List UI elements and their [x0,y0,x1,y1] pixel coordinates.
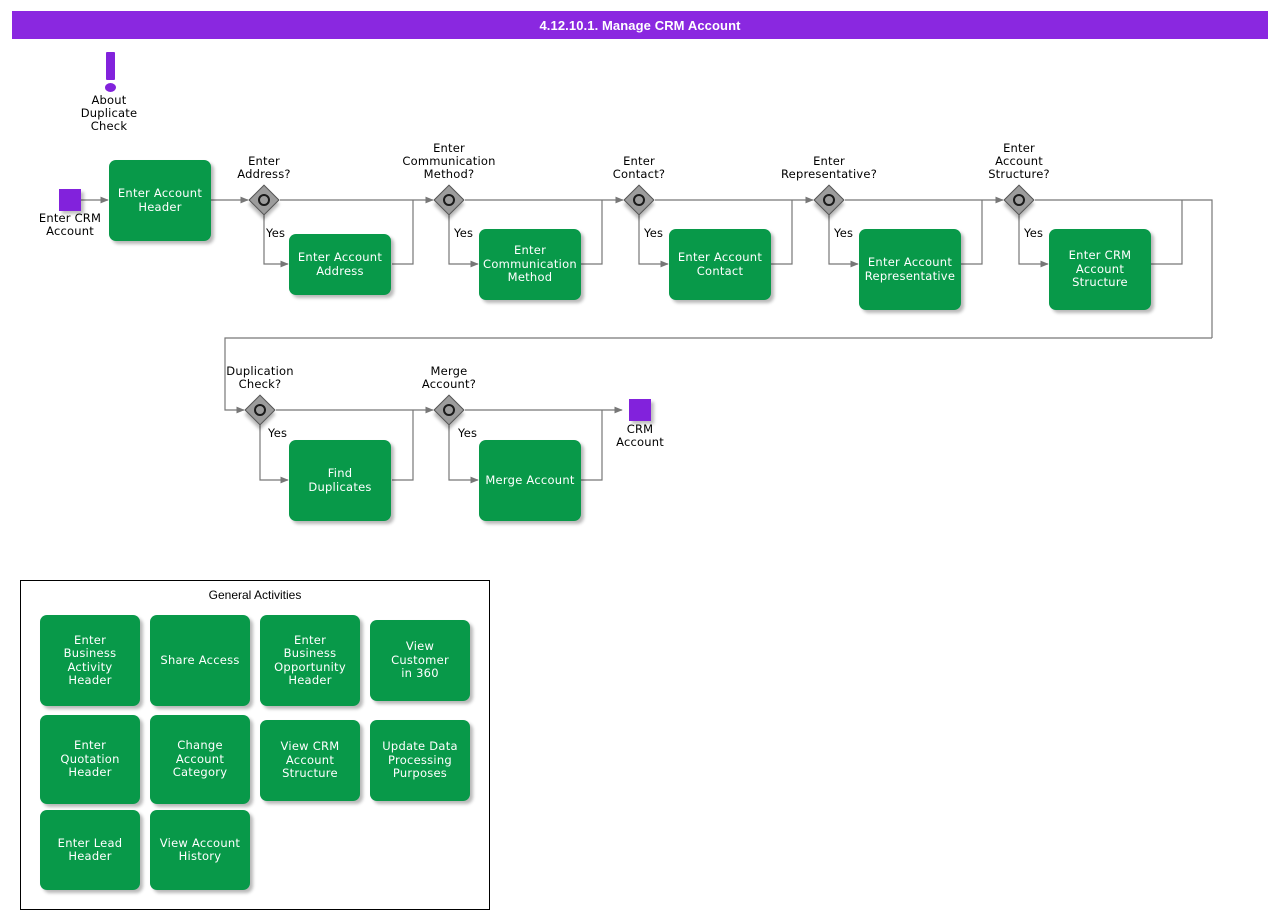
activity-label: Update Data Processing Purposes [382,739,458,781]
gateway-enter-account-structure[interactable] [1003,184,1035,216]
activity-label: Share Access [160,652,240,667]
start-event-label: Enter CRM Account [38,211,102,238]
task-merge-account[interactable]: Merge Account [479,440,581,521]
task-label: Merge Account [485,472,575,487]
gateway-label-enter-account-structure: Enter Account Structure? [988,141,1050,181]
activity-label: Enter Business Activity Header [63,632,117,687]
task-enter-communication-method[interactable]: Enter Communication Method [479,229,581,300]
activity-view-crm-account-structure[interactable]: View CRM Account Structure [260,720,360,801]
task-enter-account-address[interactable]: Enter Account Address [289,234,391,295]
gateway-enter-representative[interactable] [813,184,845,216]
activity-enter-business-activity-header[interactable]: Enter Business Activity Header [40,615,140,706]
branch-label-yes: Yes [644,226,664,240]
activity-enter-business-opportunity-header[interactable]: Enter Business Opportunity Header [260,615,360,706]
activity-label: Change Account Category [172,738,228,780]
activity-view-account-history[interactable]: View Account History [150,810,250,890]
exclamation-bar [106,52,115,80]
branch-label-yes: Yes [458,426,478,440]
gateway-ring-icon [633,194,645,206]
exclamation-icon [100,52,122,94]
branch-label-yes: Yes [266,226,286,240]
activity-enter-quotation-header[interactable]: Enter Quotation Header [40,715,140,804]
task-label: Enter Account Address [297,250,383,278]
branch-label-yes: Yes [1024,226,1044,240]
activity-enter-lead-header[interactable]: Enter Lead Header [40,810,140,890]
activity-view-customer-in-360[interactable]: View Customer in 360 [370,620,470,701]
page-title: 4.12.10.1. Manage CRM Account [539,17,741,33]
branch-label-yes: Yes [454,226,474,240]
gateway-ring-icon [254,404,266,416]
general-activities-title: General Activities [208,588,302,602]
branch-label-yes: Yes [834,226,854,240]
end-event-label: CRM Account [616,422,664,449]
task-label: Enter Account Header [117,186,203,214]
gateway-label-enter-representative: Enter Representative? [781,154,877,181]
gateway-duplication-check[interactable] [244,394,276,426]
task-enter-crm-account-structure[interactable]: Enter CRM Account Structure [1049,229,1151,310]
title-bar: 4.12.10.1. Manage CRM Account [12,11,1268,39]
task-enter-account-header[interactable]: Enter Account Header [109,160,211,241]
gateway-label-enter-communication-method: Enter Communication Method? [402,141,496,181]
start-event[interactable] [59,189,81,211]
activity-update-data-processing-purposes[interactable]: Update Data Processing Purposes [370,720,470,801]
activity-label: View Account History [159,835,241,863]
gateway-label-merge-account: Merge Account? [421,364,477,391]
task-enter-account-contact[interactable]: Enter Account Contact [669,229,771,300]
gateway-label-duplication-check: Duplication Check? [226,364,294,391]
activity-change-account-category[interactable]: Change Account Category [150,715,250,804]
branch-label-yes: Yes [268,426,288,440]
gateway-enter-contact[interactable] [623,184,655,216]
gateway-merge-account[interactable] [433,394,465,426]
gateway-enter-communication-method[interactable] [433,184,465,216]
gateway-ring-icon [443,404,455,416]
activity-label: View Customer in 360 [391,639,449,681]
gateway-ring-icon [1013,194,1025,206]
gateway-ring-icon [258,194,270,206]
task-label: Enter Account Representative [864,255,956,283]
gateway-label-enter-contact: Enter Contact? [612,154,666,181]
gateway-ring-icon [823,194,835,206]
end-event[interactable] [629,399,651,421]
activity-share-access[interactable]: Share Access [150,615,250,706]
task-enter-account-representative[interactable]: Enter Account Representative [859,229,961,310]
activity-label: Enter Lead Header [57,835,123,863]
task-find-duplicates[interactable]: Find Duplicates [289,440,391,521]
activity-label: View CRM Account Structure [280,739,340,781]
gateway-ring-icon [443,194,455,206]
activity-label: Enter Quotation Header [60,738,120,780]
task-label: Enter Account Contact [677,250,763,278]
task-label: Find Duplicates [308,466,372,494]
exclamation-dot [105,83,116,92]
gateway-enter-address[interactable] [248,184,280,216]
task-label: Enter CRM Account Structure [1068,248,1132,290]
gateway-label-enter-address: Enter Address? [237,154,291,181]
activity-label: Enter Business Opportunity Header [274,632,346,687]
task-label: Enter Communication Method [483,243,577,285]
annotation-label: About Duplicate Check [80,93,138,133]
